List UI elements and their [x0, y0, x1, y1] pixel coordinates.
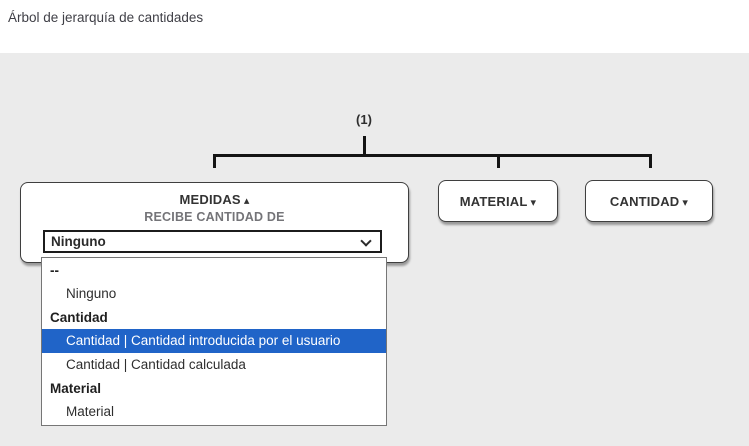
dropdown-group-label: Cantidad [50, 310, 108, 325]
receive-quantity-select-value: Ninguno [51, 234, 106, 249]
node-material-toggle[interactable]: MATERIAL▾ [460, 194, 537, 209]
node-medidas-toggle[interactable]: MEDIDAS▴ [21, 192, 408, 207]
receive-quantity-dropdown: -- Ninguno Cantidad Cantidad | Cantidad … [41, 257, 387, 426]
dropdown-option[interactable]: Cantidad | Cantidad calculada [66, 357, 246, 372]
node-material[interactable]: MATERIAL▾ [438, 180, 558, 222]
dropdown-option-selected[interactable]: Cantidad | Cantidad introducida por el u… [42, 329, 386, 353]
node-medidas-subtitle: RECIBE CANTIDAD DE [144, 210, 285, 224]
tree-connector-drop-middle [497, 157, 500, 168]
dropdown-option[interactable]: Material [66, 404, 115, 419]
hierarchy-panel: (1) MEDIDAS▴ RECIBE CANTIDAD DE Ninguno … [0, 53, 749, 446]
node-cantidad-toggle[interactable]: CANTIDAD▾ [610, 194, 688, 209]
node-cantidad-label: CANTIDAD [609, 193, 680, 209]
tree-connector-stem [363, 136, 366, 155]
receive-quantity-select[interactable]: Ninguno [43, 230, 382, 253]
node-medidas: MEDIDAS▴ RECIBE CANTIDAD DE Ninguno [20, 182, 409, 263]
caret-down-icon: ▾ [682, 196, 689, 209]
chevron-down-icon [360, 235, 372, 247]
node-material-label: MATERIAL [459, 193, 528, 209]
caret-down-icon: ▾ [530, 196, 537, 209]
node-medidas-label: MEDIDAS [179, 192, 241, 207]
dropdown-group-label: -- [50, 263, 59, 278]
page-title: Árbol de jerarquía de cantidades [8, 10, 204, 25]
tree-connector-drop-left [213, 157, 216, 168]
caret-up-icon: ▴ [243, 195, 250, 207]
root-count-label: (1) [356, 112, 372, 127]
tree-connector-bar [213, 154, 652, 157]
dropdown-option[interactable]: Ninguno [66, 286, 117, 301]
node-cantidad[interactable]: CANTIDAD▾ [585, 180, 713, 222]
tree-connector-drop-right [649, 157, 652, 168]
dropdown-group-label: Material [50, 381, 102, 396]
